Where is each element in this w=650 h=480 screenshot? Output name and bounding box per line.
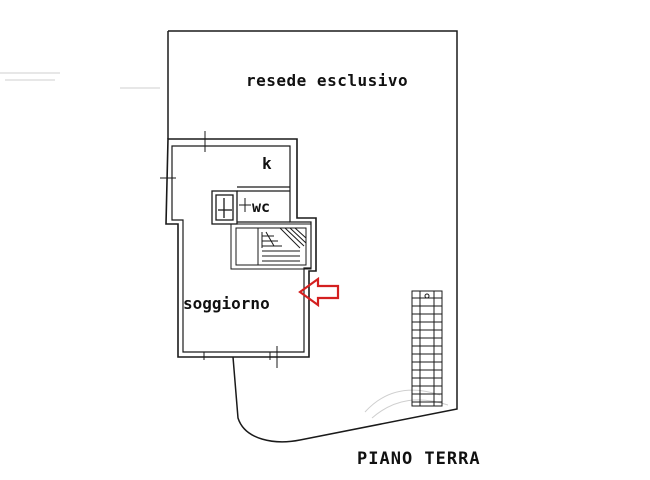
living-room-label: soggiorno (183, 294, 270, 313)
scan-artifacts (0, 72, 449, 419)
bathroom-label: wc (252, 198, 271, 216)
wc-walls (211, 190, 290, 225)
window-ticks (160, 131, 278, 368)
house-inner-wall (171, 145, 312, 353)
house-outer-wall (165, 138, 317, 358)
exterior-stair (411, 290, 443, 407)
property-boundary (168, 30, 458, 443)
staircase (230, 223, 312, 270)
kitchen-partition (237, 186, 290, 192)
outdoor-area-label: resede esclusivo (246, 71, 409, 90)
floor-level-title: PIANO TERRA (357, 449, 481, 469)
kitchen-label: k (262, 154, 272, 173)
arrow-left-icon (298, 276, 340, 308)
